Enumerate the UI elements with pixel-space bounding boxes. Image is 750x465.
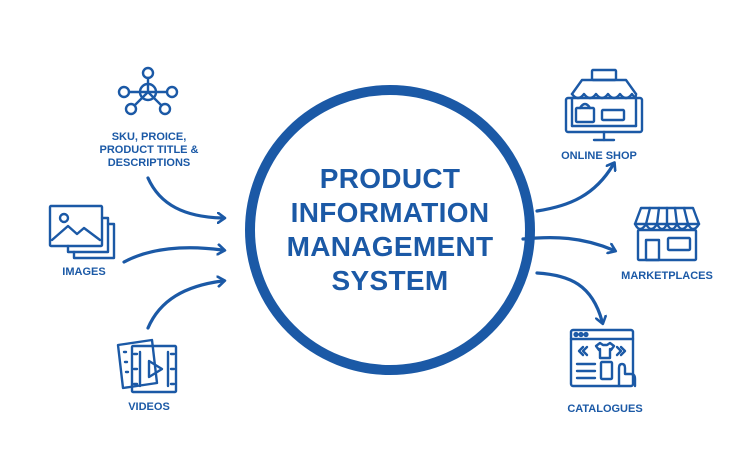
label-videos: VIDEOS [128,401,170,413]
label-marketplaces: MARKETPLACES [621,270,713,282]
arrow-sku-to-system [146,176,222,218]
label-online-shop: ONLINE SHOP [561,150,637,162]
central-circle [245,85,535,375]
arrow-system-to-marketplaces [521,235,613,250]
storefront-awning-icon [633,206,701,262]
arrow-system-to-online-shop [535,165,613,213]
arrow-system-to-catalogues [535,271,602,321]
catalogue-browser-icon [569,328,637,388]
central-system-title: PRODUCT INFORMATION MANAGEMENT SYSTEM [286,163,494,296]
arrow-videos-to-system [146,281,222,330]
online-shop-monitor-icon [564,68,644,142]
image-stack-icon [48,204,116,260]
label-catalogues: CATALOGUES [567,403,643,415]
arrow-images-to-system [122,248,222,264]
network-nodes-icon [117,66,179,116]
label-images: IMAGES [62,266,106,278]
label-sku-price-title-descriptions: SKU, PROICE, PRODUCT TITLE & DESCRIPTION… [99,131,199,169]
video-frames-icon [116,338,178,394]
